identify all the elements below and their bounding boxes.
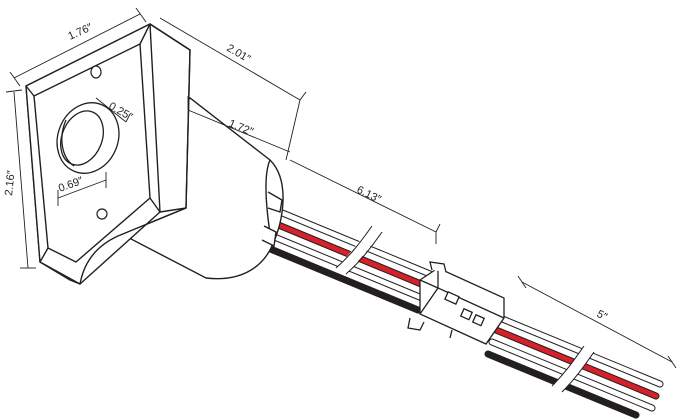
wire-break-mark-lead: [335, 225, 383, 275]
label-pigtail-length: 5″: [595, 308, 610, 323]
sensor-lens: [56, 102, 120, 174]
dimension-lines: [5, 7, 677, 369]
bottom-screw-hole: [96, 208, 108, 220]
wire-connector: [407, 261, 505, 345]
top-screw-hole: [90, 65, 102, 79]
wire-break-mark-pigtail: [551, 345, 595, 393]
label-side-height: 2.16″: [3, 170, 18, 197]
label-body-length: 2.01″: [225, 42, 253, 65]
label-lead-length: 6.13″: [355, 184, 383, 206]
